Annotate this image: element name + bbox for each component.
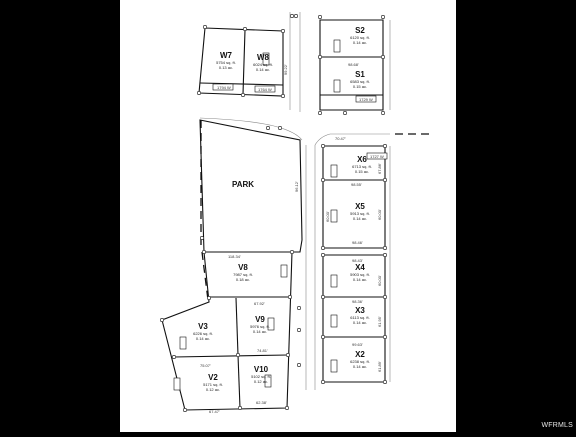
svg-text:V8: V8 — [238, 263, 248, 272]
svg-text:V2: V2 — [208, 373, 218, 382]
svg-text:6238 sq. ft.: 6238 sq. ft. — [350, 359, 370, 364]
svg-text:0.18 ac.: 0.18 ac. — [236, 277, 250, 282]
svg-text:S2: S2 — [355, 26, 365, 35]
svg-text:0.14 ac.: 0.14 ac. — [353, 364, 367, 369]
lot-x6-label[interactable]: X6 6713 sq. ft. 0.15 ac. — [352, 155, 372, 174]
svg-text:V9: V9 — [255, 315, 265, 324]
dim-x2-right: 61.89' — [377, 361, 382, 372]
lot-w8-label[interactable]: W8 6024 sq. ft. 0.14 ac. — [253, 53, 273, 72]
tag-s1-addr: 1729 W — [359, 97, 373, 102]
svg-text:0.15 ac.: 0.15 ac. — [353, 84, 367, 89]
dim-v2-bottom: 67.47' — [209, 409, 220, 414]
svg-text:X3: X3 — [355, 306, 365, 315]
svg-text:S1: S1 — [355, 70, 365, 79]
dim-s1-width: 98.68' — [348, 62, 359, 67]
lot-x4-label[interactable]: X4 5903 sq. ft. 0.14 ac. — [350, 263, 370, 282]
svg-text:0.14 ac.: 0.14 ac. — [353, 216, 367, 221]
dim-x2-top: 99.63' — [352, 342, 363, 347]
dashed-boundaries — [200, 120, 432, 301]
svg-text:6024 sq. ft.: 6024 sq. ft. — [253, 62, 273, 67]
svg-text:0.14 ac.: 0.14 ac. — [196, 336, 210, 341]
lot-v8-label[interactable]: V8 7987 sq. ft. 0.18 ac. — [233, 263, 253, 282]
tag-w8-addr: 1764 W — [258, 87, 272, 92]
svg-text:0.15 ac.: 0.15 ac. — [355, 169, 369, 174]
park-outline — [199, 119, 303, 253]
svg-text:6113 sq. ft.: 6113 sq. ft. — [350, 315, 370, 320]
tag-w7-addr: 1794 W — [217, 85, 231, 90]
svg-text:6120 sq. ft.: 6120 sq. ft. — [350, 35, 370, 40]
dim-v2-top: 75.07' — [200, 363, 211, 368]
tag-x6-addr: 1727 W — [370, 154, 384, 159]
svg-text:5171 sq. ft.: 5171 sq. ft. — [203, 382, 223, 387]
lot-x5-label[interactable]: X5 5913 sq. ft. 0.14 ac. — [350, 202, 370, 221]
s-block-outline — [319, 19, 384, 111]
dim-x5-top: 98.55' — [351, 182, 362, 187]
svg-text:V3: V3 — [198, 322, 208, 331]
svg-text:0.14 ac.: 0.14 ac. — [353, 40, 367, 45]
svg-text:W7: W7 — [220, 51, 233, 60]
lot-v3-label[interactable]: V3 6226 sq. ft. 0.14 ac. — [193, 322, 213, 341]
svg-text:0.14 ac.: 0.14 ac. — [256, 67, 270, 72]
svg-text:5102 sq. ft.: 5102 sq. ft. — [251, 374, 271, 379]
svg-text:6583 sq. ft.: 6583 sq. ft. — [350, 79, 370, 84]
lot-v9-label[interactable]: V9 5976 sq. ft. 0.14 ac. — [250, 315, 270, 334]
lot-x3-label[interactable]: X3 6113 sq. ft. 0.14 ac. — [350, 306, 370, 325]
svg-text:X6: X6 — [357, 155, 367, 164]
dim-x5-right: 60.00' — [377, 209, 382, 220]
svg-text:X2: X2 — [355, 350, 365, 359]
svg-text:5903 sq. ft.: 5903 sq. ft. — [350, 272, 370, 277]
lot-s1-label[interactable]: S1 6583 sq. ft. 0.15 ac. — [350, 70, 370, 89]
park-label[interactable]: PARK — [232, 180, 254, 189]
dim-x6-top: 70.47' — [335, 136, 346, 141]
dim-x4-top: 98.43' — [352, 258, 363, 263]
road-edges — [199, 12, 391, 390]
lot-s2-label[interactable]: S2 6120 sq. ft. 0.14 ac. — [350, 26, 370, 45]
dim-park-right: 96.12' — [294, 181, 299, 192]
lot-w7-label[interactable]: W7 5754 sq. ft. 0.13 ac. — [216, 51, 236, 70]
svg-text:0.13 ac.: 0.13 ac. — [219, 65, 233, 70]
svg-text:0.12 ac.: 0.12 ac. — [206, 387, 220, 392]
dim-x3-right: 61.95' — [377, 316, 382, 327]
dim-x4-right: 60.00' — [377, 275, 382, 286]
svg-text:6713 sq. ft.: 6713 sq. ft. — [352, 164, 372, 169]
dim-x3-top: 98.36' — [352, 299, 363, 304]
dim-x5-bottom: 98.46' — [352, 240, 363, 245]
svg-text:0.14 ac.: 0.14 ac. — [253, 329, 267, 334]
address-tag-boxes — [173, 39, 388, 391]
svg-text:0.14 ac.: 0.14 ac. — [353, 277, 367, 282]
svg-text:5913 sq. ft.: 5913 sq. ft. — [350, 211, 370, 216]
svg-text:X5: X5 — [355, 202, 365, 211]
svg-text:0.14 ac.: 0.14 ac. — [353, 320, 367, 325]
svg-text:5754 sq. ft.: 5754 sq. ft. — [216, 60, 236, 65]
dim-v8-top: 118.34' — [228, 254, 241, 259]
dim-w-right: 99.22' — [283, 64, 288, 75]
svg-text:6226 sq. ft.: 6226 sq. ft. — [193, 331, 213, 336]
dim-v9-top: 67.92' — [254, 301, 265, 306]
dim-x5-left: 60.00' — [325, 211, 330, 222]
dim-v10-bottom: 62.38' — [256, 400, 267, 405]
svg-text:V10: V10 — [254, 365, 269, 374]
lot-v10-label[interactable]: V10 5102 sq. ft. 0.12 ac. — [251, 365, 271, 384]
dim-x6-right: 67.86' — [377, 163, 382, 174]
watermark: WFRMLS — [541, 422, 573, 429]
dim-v9-bottom: 74.81' — [257, 348, 268, 353]
svg-text:7987 sq. ft.: 7987 sq. ft. — [233, 272, 253, 277]
survey-pins — [160, 14, 387, 412]
lot-x2-label[interactable]: X2 6238 sq. ft. 0.14 ac. — [350, 350, 370, 369]
lot-v2-label[interactable]: V2 5171 sq. ft. 0.12 ac. — [203, 373, 223, 392]
svg-text:5976 sq. ft.: 5976 sq. ft. — [250, 324, 270, 329]
svg-text:W8: W8 — [257, 53, 270, 62]
svg-text:0.12 ac.: 0.12 ac. — [254, 379, 268, 384]
svg-text:X4: X4 — [355, 263, 365, 272]
